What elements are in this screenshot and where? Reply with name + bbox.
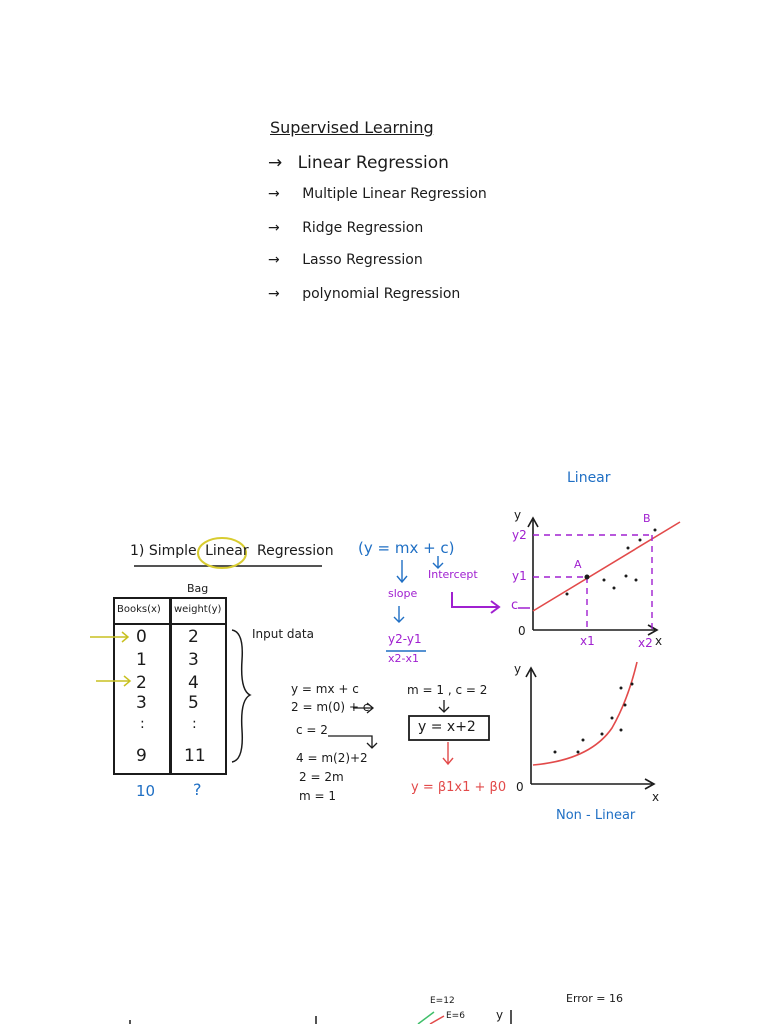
- table-header-y: weight(y): [174, 604, 222, 615]
- linear-plot-title: Linear: [567, 470, 611, 486]
- table-cell: 2: [188, 627, 199, 647]
- working-arrows: [328, 700, 450, 749]
- e6-label: E=6: [446, 1011, 465, 1021]
- arrow-icon: →: [268, 252, 280, 268]
- linear-scatter-points: [565, 528, 657, 596]
- table-cell: :: [140, 716, 145, 732]
- section-heading: 1) Simple Linear Regression: [130, 543, 334, 559]
- line-equation: (y = mx + c): [358, 539, 455, 557]
- boxed-equation: y = x+2: [418, 719, 476, 735]
- working-line: 4 = m(2)+2: [296, 751, 368, 765]
- highlight-circle: [197, 537, 247, 569]
- intercept-label: Intercept: [428, 568, 478, 581]
- table-cell: 11: [184, 746, 206, 766]
- nonlinear-fit-curve: [532, 661, 638, 766]
- arrow-icon: →: [268, 286, 280, 302]
- table-header-x: Books(x): [117, 604, 161, 615]
- nonlinear-origin-label: 0: [516, 780, 524, 794]
- linear-origin-label: 0: [518, 624, 526, 638]
- table-cell: 4: [188, 673, 199, 693]
- working-line: 2 = m(0) + c: [291, 700, 370, 714]
- nonlinear-y-axis-label: y: [514, 662, 522, 676]
- input-brace: [231, 629, 252, 763]
- table-cell: 2: [136, 673, 147, 693]
- nonlinear-scatter-points: [553, 682, 634, 754]
- input-data-label: Input data: [252, 627, 314, 641]
- table-cell: :: [192, 716, 197, 732]
- list-item: → Ridge Regression: [268, 220, 424, 236]
- point-b-label: B: [643, 512, 651, 525]
- linear-fit-line: [532, 521, 681, 612]
- list-item: → Multiple Linear Regression: [268, 186, 487, 202]
- general-equation: y = β1x1 + β0: [411, 780, 507, 795]
- yellow-arrow-icon: [96, 675, 132, 687]
- table-cell: 9: [136, 746, 147, 766]
- working-line: 2 = 2m: [299, 770, 344, 784]
- point-a-label: A: [574, 558, 582, 571]
- table-top-label: Bag: [187, 582, 209, 595]
- arrow-icon: →: [268, 186, 280, 202]
- working-line: m = 1: [299, 789, 337, 803]
- working-line: y = mx + c: [291, 682, 359, 696]
- nonlinear-x-axis-label: x: [652, 790, 660, 804]
- linear-plot-axes: [527, 516, 659, 636]
- error-label: Error = 16: [566, 992, 624, 1005]
- nonlinear-plot-title: Non - Linear: [556, 808, 636, 823]
- list-item: → polynomial Regression: [268, 286, 461, 302]
- list-item: → Linear Regression: [268, 153, 449, 173]
- c-label: c: [511, 598, 519, 613]
- table-cell: 3: [136, 693, 147, 713]
- table-x-total: 10: [136, 782, 156, 800]
- bottom-y-label: y: [496, 1008, 504, 1022]
- circled-word: Linear: [205, 543, 249, 559]
- equation-arrows: [393, 556, 444, 623]
- table-y-total: ?: [193, 780, 202, 799]
- x2-label: x2: [638, 636, 653, 650]
- table-cell: 3: [188, 650, 199, 670]
- e12-label: E=12: [430, 996, 455, 1006]
- y2-label: y2: [512, 528, 527, 542]
- red-arrow-icon: [442, 742, 454, 766]
- slope-label: slope: [388, 587, 418, 600]
- linear-x-axis-label: x: [655, 634, 663, 648]
- slope-denominator: x2-x1: [388, 652, 419, 665]
- x1-label: x1: [580, 634, 595, 648]
- arrow-icon: →: [268, 220, 280, 236]
- yellow-arrow-icon: [90, 631, 130, 643]
- guide-lines: [533, 534, 653, 630]
- table-cell: 1: [136, 650, 147, 670]
- nonlinear-plot-axes: [525, 666, 656, 790]
- purple-arrow-icon: [451, 592, 501, 614]
- list-item: → Lasso Regression: [268, 252, 423, 268]
- boxed-equation-frame: [408, 715, 490, 741]
- linear-y-axis-label: y: [514, 508, 522, 522]
- bottom-partial-drawing: [129, 1010, 512, 1024]
- table-cell: 0: [136, 627, 147, 647]
- table-col2: [170, 597, 227, 775]
- slope-numerator: y2-y1: [388, 632, 422, 646]
- working-line: c = 2: [296, 723, 328, 737]
- arrow-icon: →: [268, 153, 283, 173]
- y1-label: y1: [512, 569, 527, 583]
- supervised-learning-title: Supervised Learning: [270, 118, 434, 137]
- table-cell: 5: [188, 693, 199, 713]
- solved-params: m = 1 , c = 2: [407, 683, 488, 697]
